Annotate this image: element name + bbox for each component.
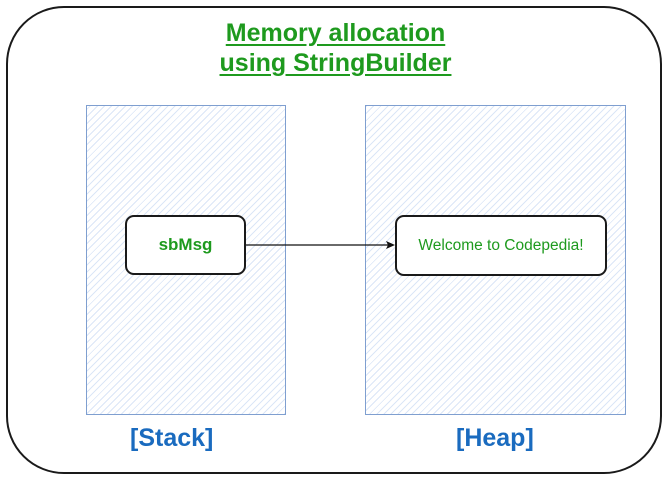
heap-label: [Heap] xyxy=(456,424,534,452)
stack-label: [Stack] xyxy=(130,424,214,452)
title-line-2: using StringBuilder xyxy=(219,49,452,77)
title-line-1: Memory allocation xyxy=(225,19,446,47)
string-object-label: Welcome to Codepedia! xyxy=(418,236,584,254)
diagram-frame xyxy=(6,6,662,474)
stack-region xyxy=(86,105,286,415)
sbmsg-node[interactable]: sbMsg xyxy=(125,215,246,275)
diagram-title: Memory allocation using StringBuilder xyxy=(0,18,671,78)
sbmsg-label: sbMsg xyxy=(158,235,213,254)
string-object-node[interactable]: Welcome to Codepedia! xyxy=(395,215,607,276)
